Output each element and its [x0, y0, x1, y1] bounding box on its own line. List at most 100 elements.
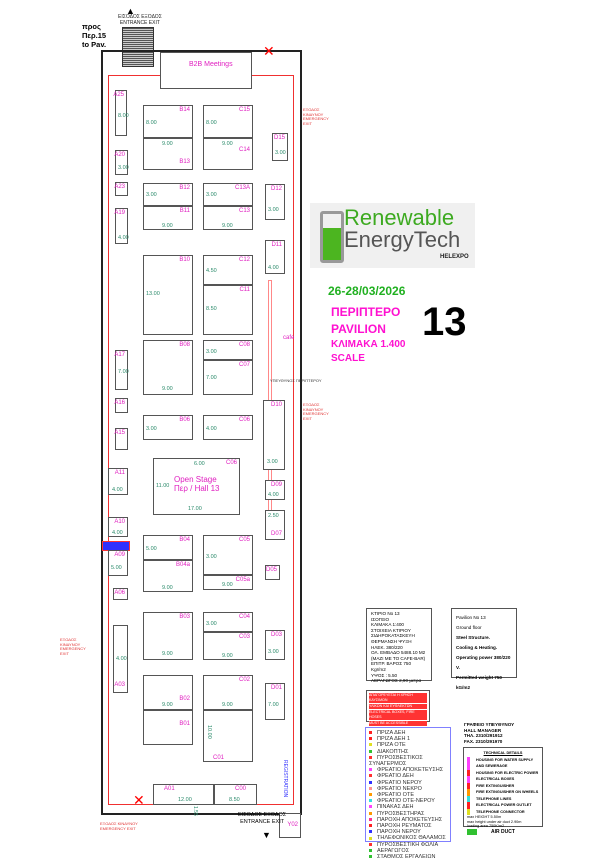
info-line: Operating power 380/220 V.	[456, 655, 511, 670]
booth-label: C12	[238, 257, 250, 263]
b2b-meetings-area[interactable]: B2B Meetings	[160, 52, 252, 89]
booth-dim: 3.00	[146, 192, 157, 198]
booth-dim: 2.50	[268, 513, 279, 519]
hall-manager-line: HALL MANAGER	[464, 727, 502, 733]
info-line: ΕΠΙΤΡ. ΒΑΡΟΣ 750 Kgr/m2	[371, 661, 412, 672]
legend-symbol-icon	[369, 848, 372, 852]
booth-label: A17	[114, 352, 125, 358]
booth[interactable]: A06	[113, 588, 128, 600]
booth-label: A23	[114, 184, 125, 190]
booth-label: D07	[270, 531, 282, 537]
legend-symbol-icon	[369, 774, 372, 778]
tech-note: loading area 750K/m2	[467, 824, 505, 828]
booth[interactable]: A23	[114, 182, 128, 196]
legend-label: ΦΡΕΑΤΙΟ ΔΕΗ	[377, 773, 414, 780]
booth-label: B06	[179, 417, 190, 423]
scale-en: SCALE	[331, 353, 365, 364]
booth-dim: 9.00	[162, 651, 173, 657]
booth-dim: 4.00	[118, 235, 129, 241]
booth-dim: 3.00	[275, 150, 286, 156]
legend-label: ΠΑΡΟΧΗ ΡΕΥΜΑΤΟΣ	[377, 823, 432, 830]
booth[interactable]: A16	[114, 398, 128, 413]
booth[interactable]: Y02	[279, 813, 301, 838]
legend-label: ΠΡΙΖΑ ΔΕΗ	[377, 730, 406, 736]
arrow-down-icon: ▼	[262, 830, 271, 840]
info-line: Ground floor	[456, 625, 482, 630]
booth-label: A25	[113, 92, 124, 98]
hall-manager-line: ΓΡΑΦΕΙΟ ΥΠΕΥΘΥΝΟΥ	[464, 722, 515, 727]
booth[interactable]: D05	[265, 565, 280, 580]
emergency-exit-label: ΕΞΟΔΟΣ ΚΙΝΔΥΝΟΥ EMERGENCY EXIT	[303, 107, 329, 126]
booth-dim: 7.00	[268, 702, 279, 708]
booth[interactable]: D01 7.00	[265, 683, 285, 720]
info-line: ΟΛ. ΕΜΒΑΔΟ 5488.10 Μ2	[371, 650, 426, 656]
booth-label: B11	[179, 208, 190, 214]
booth-label: D01	[270, 685, 282, 691]
booth-label: C05a	[235, 577, 250, 583]
booth[interactable]: D07 2.50	[265, 510, 285, 540]
legend-symbol-icon	[369, 793, 372, 797]
booth[interactable]: B01	[143, 710, 193, 745]
booth-dim: 7.00	[206, 375, 217, 381]
booth-dim: 3.00	[206, 192, 217, 198]
tech-note: max HEIGHT 5.50m	[467, 815, 502, 819]
tech-note: max height under air duct 2.90m	[467, 819, 522, 824]
legend-label: ΣΤΑΘΜΟΣ ΕΡΓΑΛΕΙΩΝ	[377, 854, 436, 860]
legend-item: ΦΡΕΑΤΙΟ ΝΕΡΟΥ	[369, 780, 448, 786]
info-line: Permitted weight 750 kG/m2	[456, 675, 502, 690]
booth-dim: 9.00	[162, 702, 173, 708]
booth[interactable]: A15	[114, 428, 128, 450]
booth-label: A10	[114, 519, 125, 525]
hall-wall-bottom	[101, 813, 301, 815]
info-label: ΥΠΕΥΘΥΝΟΣ ΠΕΡΙΠΤΕΡΟΥ	[270, 378, 322, 383]
legend-symbol-icon	[369, 811, 372, 815]
legend-symbol-icon	[369, 817, 372, 821]
